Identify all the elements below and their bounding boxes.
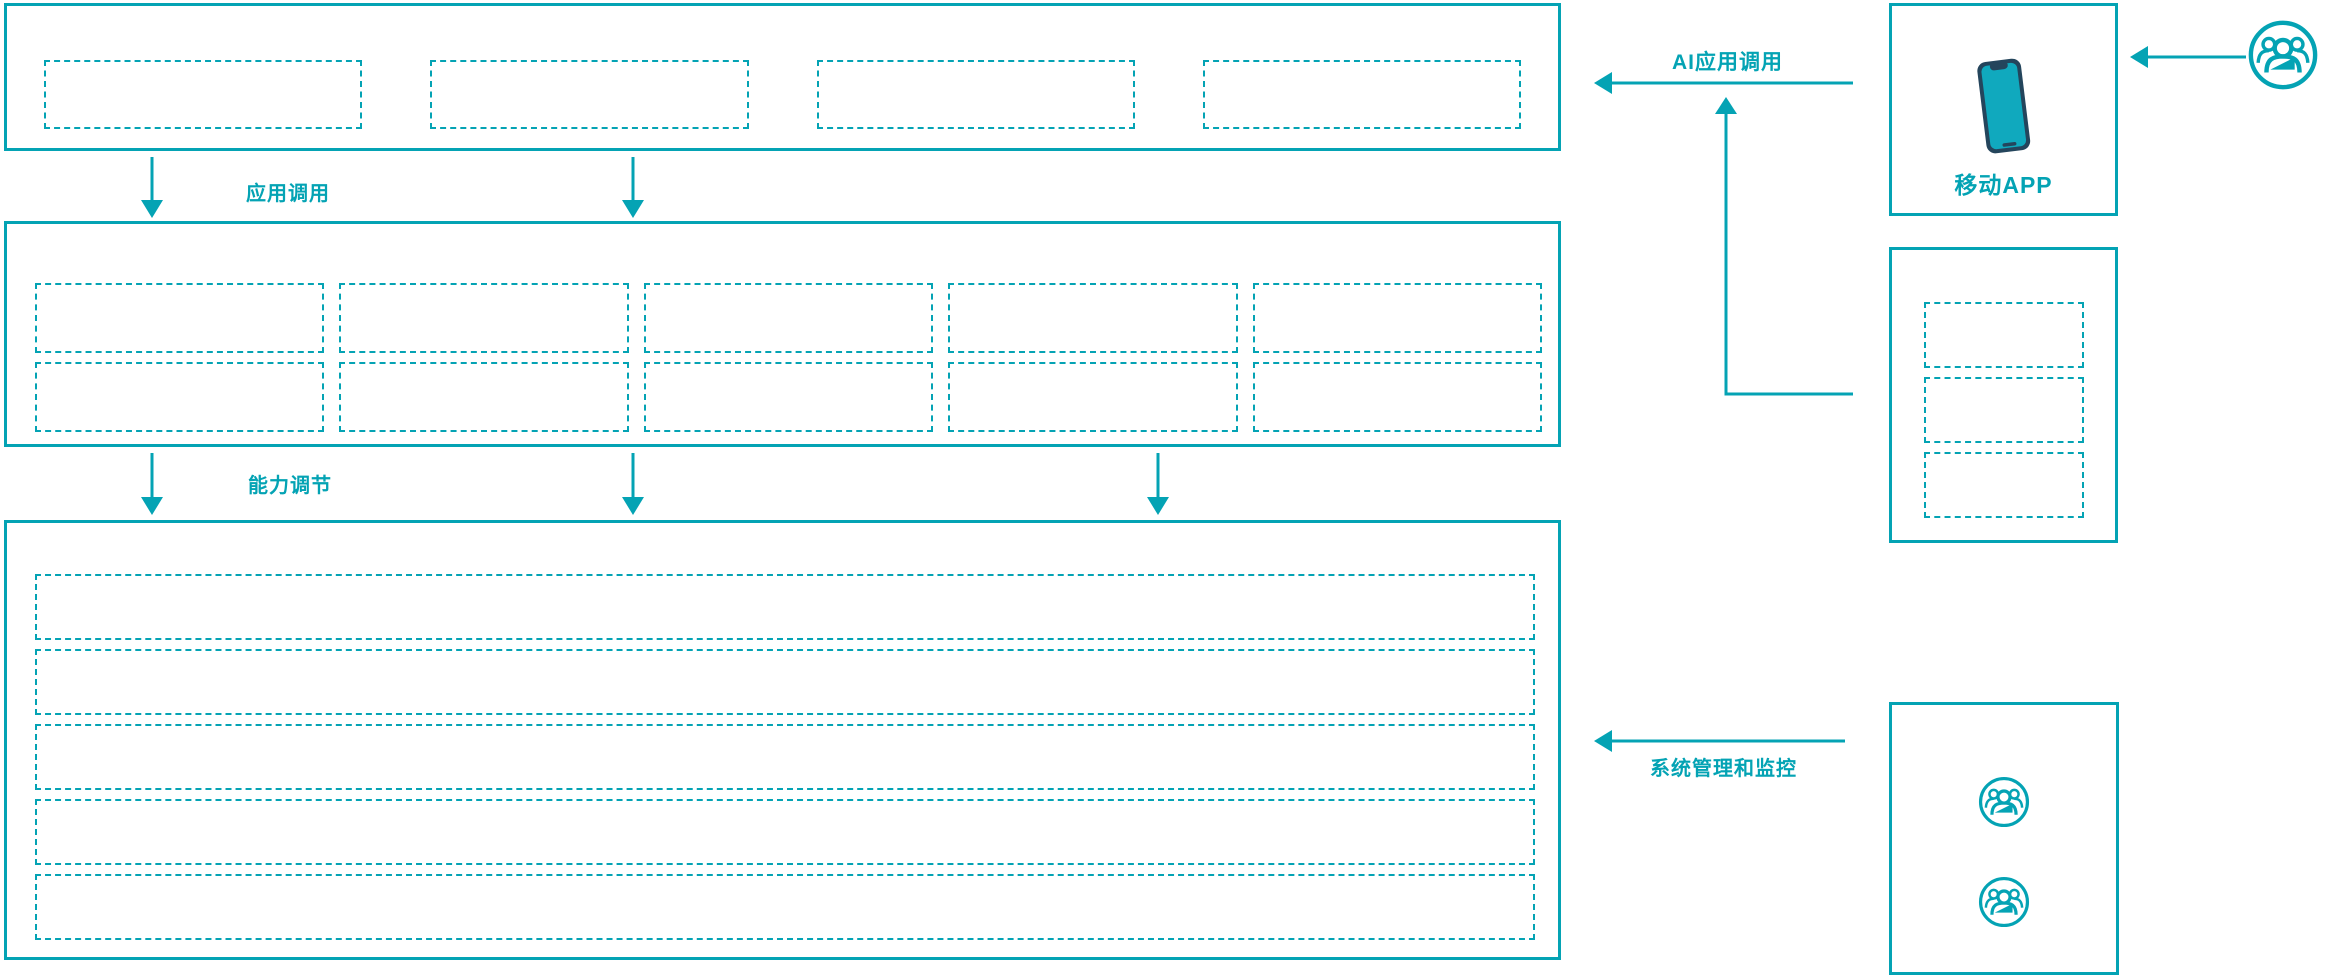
- ai-app-call-flow-label: AI应用调用: [1672, 51, 1783, 74]
- user-group-icon: [1978, 876, 2030, 928]
- app-call-flow-label: 应用调用: [246, 183, 330, 205]
- capability-placeholder-slot: [1252, 283, 1542, 353]
- capability-slot-grid: [35, 283, 1542, 432]
- platform-placeholder-row: [35, 874, 1535, 940]
- capability-placeholder-slot: [1252, 362, 1542, 432]
- platform-placeholder-row: [35, 649, 1535, 715]
- down-arrow: [622, 157, 644, 218]
- admin-monitor-panel: [1889, 702, 2119, 975]
- capability-placeholder-slot: [643, 283, 934, 353]
- down-arrow: [622, 453, 644, 515]
- application-placeholder-slot: [430, 60, 749, 129]
- integration-placeholder-slot: [1923, 302, 2084, 368]
- down-arrow: [141, 453, 163, 515]
- capability-placeholder-slot: [35, 283, 325, 353]
- integration-panel: [1889, 247, 2118, 543]
- mobile-app-panel: 移动APP: [1889, 3, 2118, 216]
- platform-placeholder-row: [35, 724, 1535, 790]
- system-monitor-flow-label: 系统管理和监控: [1650, 758, 1797, 780]
- mobile-app-label: 移动APP: [1954, 172, 2053, 198]
- capability-placeholder-slot: [339, 362, 629, 432]
- platform-placeholder-row: [35, 799, 1535, 865]
- user-group-icon: [2246, 18, 2320, 92]
- integration-slot-list: [1923, 302, 2084, 518]
- platform-layer-panel: [4, 520, 1561, 960]
- user-group-icon: [1978, 776, 2030, 828]
- application-placeholder-slot: [1202, 60, 1521, 129]
- integration-placeholder-slot: [1923, 377, 2084, 443]
- mobile-phone-icon: [1976, 58, 2030, 154]
- monitor-arrow: [1594, 730, 1845, 752]
- down-arrow: [1147, 453, 1169, 515]
- capability-placeholder-slot: [35, 362, 325, 432]
- application-slot-row: [7, 60, 1558, 129]
- capability-adjust-flow-label: 能力调节: [248, 475, 332, 497]
- application-placeholder-slot: [816, 60, 1135, 129]
- capability-placeholder-slot: [339, 283, 629, 353]
- capability-placeholder-slot: [948, 362, 1238, 432]
- admin-user-icons: [1892, 775, 2116, 929]
- capability-placeholder-slot: [948, 283, 1238, 353]
- user-to-app-arrow: [2130, 46, 2246, 68]
- application-placeholder-slot: [44, 60, 363, 129]
- ai-capability-layer-panel: [4, 221, 1561, 447]
- capability-placeholder-slot: [643, 362, 934, 432]
- down-arrow: [141, 157, 163, 218]
- platform-slot-rows: [35, 574, 1535, 940]
- integration-placeholder-slot: [1923, 452, 2084, 518]
- integration-elbow-arrow: [1715, 97, 1853, 396]
- ai-application-layer-panel: [4, 3, 1561, 151]
- platform-placeholder-row: [35, 574, 1535, 640]
